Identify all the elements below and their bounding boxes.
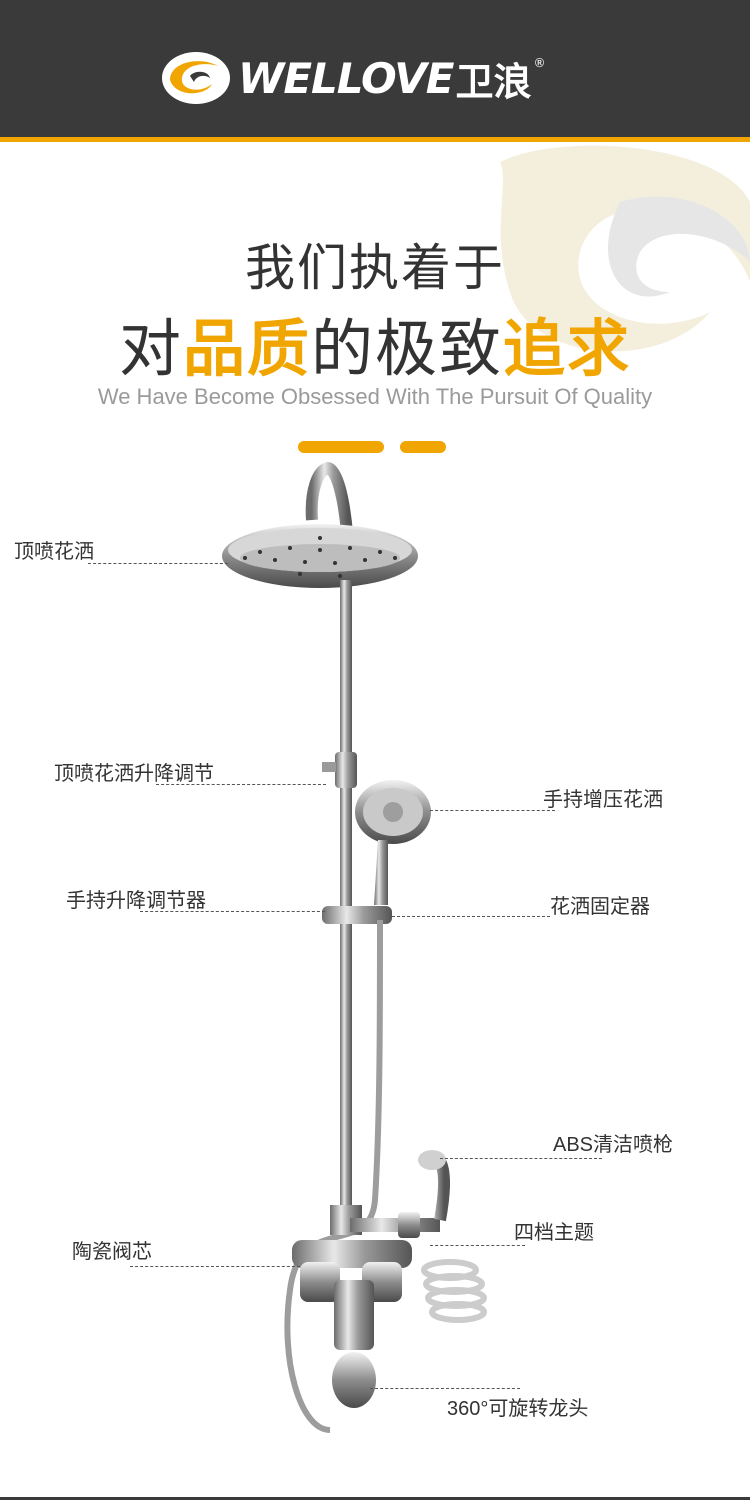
leader-top-shower <box>88 563 228 564</box>
label-handheld-booster: 手持增压花洒 <box>543 787 663 811</box>
accent-bar-short <box>400 441 446 453</box>
label-shower-holder: 花洒固定器 <box>550 894 650 918</box>
label-swivel-spout: 360°可旋转龙头 <box>447 1398 589 1420</box>
registered-mark: ® <box>533 56 546 70</box>
label-top-shower-adjust: 顶喷花洒升降调节 <box>54 761 214 785</box>
leader-handheld-booster <box>430 810 555 811</box>
wellove-swirl-icon <box>162 52 230 104</box>
label-four-mode: 四档主题 <box>514 1220 594 1244</box>
label-abs-spray-gun: ABS清洁喷枪 <box>553 1134 674 1156</box>
leader-swivel-spout <box>370 1388 520 1389</box>
brand-logo: WELLOVE 卫浪 ® <box>160 50 545 106</box>
header-accent-stripe <box>0 137 750 142</box>
accent-bar-long <box>298 441 384 453</box>
leader-shower-holder <box>392 916 550 917</box>
shower-set-image <box>222 461 487 1433</box>
headline-highlight-quality: 品质 <box>182 312 311 385</box>
label-top-shower: 顶喷花洒 <box>14 539 94 563</box>
brand-name: WELLOVE <box>238 53 454 103</box>
brand-name-cn: 卫浪 <box>455 59 532 104</box>
headline-subtitle: We Have Become Obsessed With The Pursuit… <box>97 384 653 409</box>
leader-abs-spray-gun <box>440 1158 602 1159</box>
headline-prefix: 对 <box>118 312 183 385</box>
leader-ceramic-valve <box>130 1266 300 1267</box>
leader-handheld-adjuster <box>140 911 325 912</box>
header-bar: WELLOVE 卫浪 ® <box>0 0 750 137</box>
leader-four-mode <box>430 1245 525 1246</box>
headline-line1: 我们执着于 <box>245 239 505 297</box>
background-swirl-icon <box>500 145 750 352</box>
bottom-border <box>0 1497 750 1500</box>
headline-middle: 的极致 <box>311 312 504 385</box>
label-ceramic-valve: 陶瓷阀芯 <box>72 1239 152 1263</box>
headline-line2: 对品质的极致追求 <box>0 298 750 388</box>
headline-highlight-pursuit: 追求 <box>503 312 632 385</box>
leader-top-shower-adjust <box>156 784 326 785</box>
label-handheld-adjuster: 手持升降调节器 <box>66 888 206 912</box>
